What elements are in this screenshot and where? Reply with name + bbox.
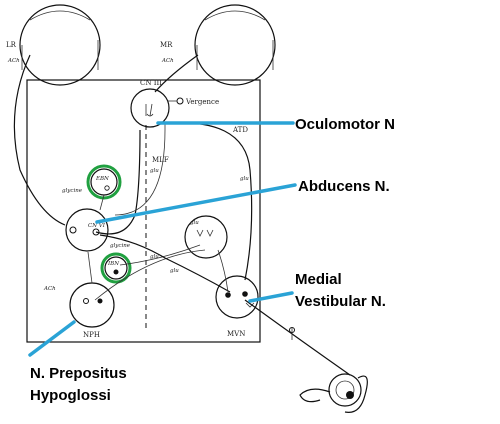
ebn-highlight (86, 164, 122, 200)
cn3-nucleus (130, 88, 170, 128)
mlf-right-pathway (114, 124, 166, 216)
medial-vestibular-callout-line1: Medial (295, 271, 342, 288)
glycine-mid-label: glycine (110, 243, 131, 249)
nph-callout-line1: N. Prepositus (30, 365, 127, 382)
vergence-input (176, 97, 184, 105)
contralateral-abducens-nucleus (184, 215, 228, 259)
mr-nerve (154, 54, 199, 93)
glycine-left-label: glycine (62, 188, 83, 194)
glu-nph-label: glu (170, 268, 179, 274)
abducens-nucleus (65, 208, 109, 252)
atd-label: ATD (232, 126, 248, 134)
medial-vestibular-callout-line2: Vestibular N. (295, 293, 386, 310)
ibn-label: IBN (107, 261, 119, 267)
mr-label: MR (160, 41, 173, 49)
ach-right-label: ACh (161, 58, 174, 64)
cn3-label: CN III (140, 79, 162, 87)
lr-label: LR (6, 41, 17, 49)
vergence-label: Vergence (185, 98, 219, 106)
ibn-highlight (100, 252, 132, 284)
ach-left-label: ACh (7, 58, 20, 64)
nph-label: NPH (83, 331, 100, 339)
mvn-callout-line (248, 291, 294, 303)
abducens-to-mvn (99, 234, 231, 293)
nph-to-cn6 (94, 249, 206, 301)
vestibular-nerve (244, 299, 351, 376)
glu-mlf-label: glu (150, 168, 159, 174)
brainstem-box (26, 79, 261, 343)
oculomotor-callout: Oculomotor N (295, 116, 395, 133)
glu-top-label: glu (190, 220, 199, 226)
nph-callout-line2: Hypoglossi (30, 387, 111, 404)
left-eye (19, 4, 101, 86)
ebn-nucleus (90, 168, 118, 196)
mvn-nucleus (215, 275, 259, 319)
mvn-label: MVN (227, 330, 245, 338)
inner-ear-icon (299, 373, 368, 413)
glu-atd-label: glu (240, 176, 249, 182)
cn6-label: CN VI (88, 223, 106, 229)
ach-nph-label: ACh (43, 286, 56, 292)
lr-nerve (13, 54, 66, 226)
ibn-nucleus (104, 256, 128, 280)
ebn-label: EBN (95, 176, 109, 182)
mlf-label: MLF (152, 156, 169, 164)
abducens-callout-line (95, 183, 297, 224)
nph-callout-line (28, 320, 76, 357)
right-eye (194, 4, 276, 86)
glu-ibn-label: glu (150, 254, 159, 260)
ibn-to-cn6 (119, 244, 201, 266)
nph-nucleus (69, 282, 115, 328)
abducens-callout: Abducens N. (298, 178, 390, 195)
